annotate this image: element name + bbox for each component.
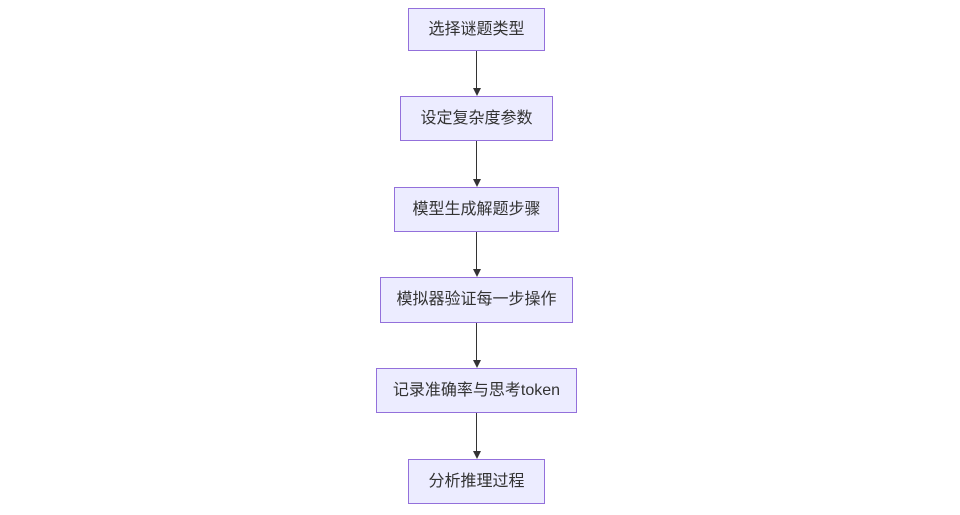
- flow-node-label: 记录准确率与思考token: [392, 381, 561, 399]
- flow-edge-line-4: [476, 323, 477, 361]
- flow-node-step-6: 分析推理过程: [408, 459, 545, 504]
- flow-node-label: 选择谜题类型: [428, 20, 525, 38]
- flow-node-label: 设定复杂度参数: [420, 109, 533, 127]
- flow-edge-arrowhead-5: [472, 451, 481, 459]
- flow-edge-line-3: [476, 232, 477, 270]
- flow-edge-line-2: [476, 141, 477, 180]
- flow-node-step-1: 选择谜题类型: [408, 8, 545, 51]
- flow-node-step-5: 记录准确率与思考token: [376, 368, 577, 413]
- flow-node-step-4: 模拟器验证每一步操作: [380, 277, 573, 323]
- flow-node-step-3: 模型生成解题步骤: [394, 187, 559, 232]
- flow-node-step-2: 设定复杂度参数: [400, 96, 553, 141]
- flow-edge-arrowhead-4: [472, 360, 481, 368]
- flow-edge-arrowhead-1: [472, 88, 481, 96]
- flow-edge-line-1: [476, 51, 477, 89]
- flow-node-label: 分析推理过程: [428, 472, 525, 490]
- flow-edge-arrowhead-2: [472, 179, 481, 187]
- flow-edge-arrowhead-3: [472, 269, 481, 277]
- flow-node-label: 模型生成解题步骤: [412, 200, 541, 218]
- flow-edge-line-5: [476, 413, 477, 452]
- flow-node-label: 模拟器验证每一步操作: [396, 291, 557, 309]
